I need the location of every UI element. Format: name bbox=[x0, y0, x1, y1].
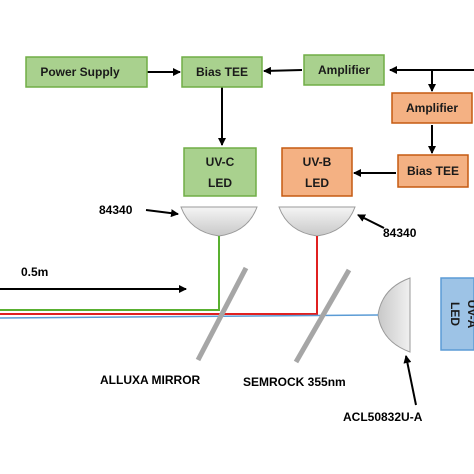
uv-b-led-block: UV-B LED bbox=[281, 147, 353, 197]
semrock-label: SEMROCK 355nm bbox=[243, 375, 346, 389]
distance-label: 0.5m bbox=[21, 265, 48, 279]
uv-b-led-box bbox=[281, 147, 353, 197]
lens-acl-label: ACL50832U-A bbox=[343, 410, 423, 424]
lens-left-pointer bbox=[145, 209, 179, 218]
bias-tee-green-label: Bias TEE bbox=[196, 65, 248, 79]
uv-c-led-box bbox=[183, 147, 257, 197]
power-supply-box bbox=[25, 56, 148, 88]
bias-tee-orange-box bbox=[397, 154, 469, 188]
power-supply-block: Power Supply bbox=[25, 56, 148, 88]
amplifier-orange-block: Amplifier bbox=[391, 92, 473, 124]
semrock-355nm-filter bbox=[293, 268, 352, 364]
lens-acl-pointer bbox=[403, 355, 417, 406]
uv-a-led-box bbox=[440, 277, 474, 351]
uv-b-led-label-line1: UV-B bbox=[303, 155, 332, 169]
amplifier-green-label: Amplifier bbox=[318, 63, 370, 77]
amplifier-orange-label: Amplifier bbox=[406, 101, 458, 115]
alluxa-mirror-label: ALLUXA MIRROR bbox=[100, 373, 201, 387]
lens-right-label: 84340 bbox=[383, 226, 417, 240]
uv-c-led-label-line2: LED bbox=[208, 176, 232, 190]
uv-a-led-label-line2: UV-A bbox=[465, 300, 474, 329]
uv-a-led-block: LED UV-A bbox=[440, 277, 474, 351]
lens-right-pointer bbox=[357, 214, 385, 229]
red-beam bbox=[0, 236, 318, 315]
lens-left-label: 84340 bbox=[99, 203, 133, 217]
lens-acl50832u-a bbox=[377, 277, 411, 353]
lens-84340-left bbox=[180, 206, 258, 237]
uv-b-led-label-line2: LED bbox=[305, 176, 329, 190]
lens-84340-right bbox=[278, 206, 356, 237]
amplifier-orange-box bbox=[391, 92, 473, 124]
blue-beam bbox=[0, 314, 379, 319]
arrow-amplifier-to-biastee bbox=[263, 66, 303, 75]
alluxa-mirror bbox=[195, 266, 249, 362]
bias-tee-green-block: Bias TEE bbox=[181, 56, 263, 88]
amplifier-green-block: Amplifier bbox=[303, 54, 385, 86]
uv-c-led-label-line1: UV-C bbox=[206, 155, 235, 169]
uv-c-led-block: UV-C LED bbox=[183, 147, 257, 197]
power-supply-label: Power Supply bbox=[40, 65, 120, 79]
uv-a-led-label-line1: LED bbox=[448, 302, 462, 326]
bias-tee-green-box bbox=[181, 56, 263, 88]
bias-tee-orange-block: Bias TEE bbox=[397, 154, 469, 188]
amplifier-green-box bbox=[303, 54, 385, 86]
green-beam bbox=[0, 236, 220, 311]
bias-tee-orange-label: Bias TEE bbox=[407, 164, 459, 178]
